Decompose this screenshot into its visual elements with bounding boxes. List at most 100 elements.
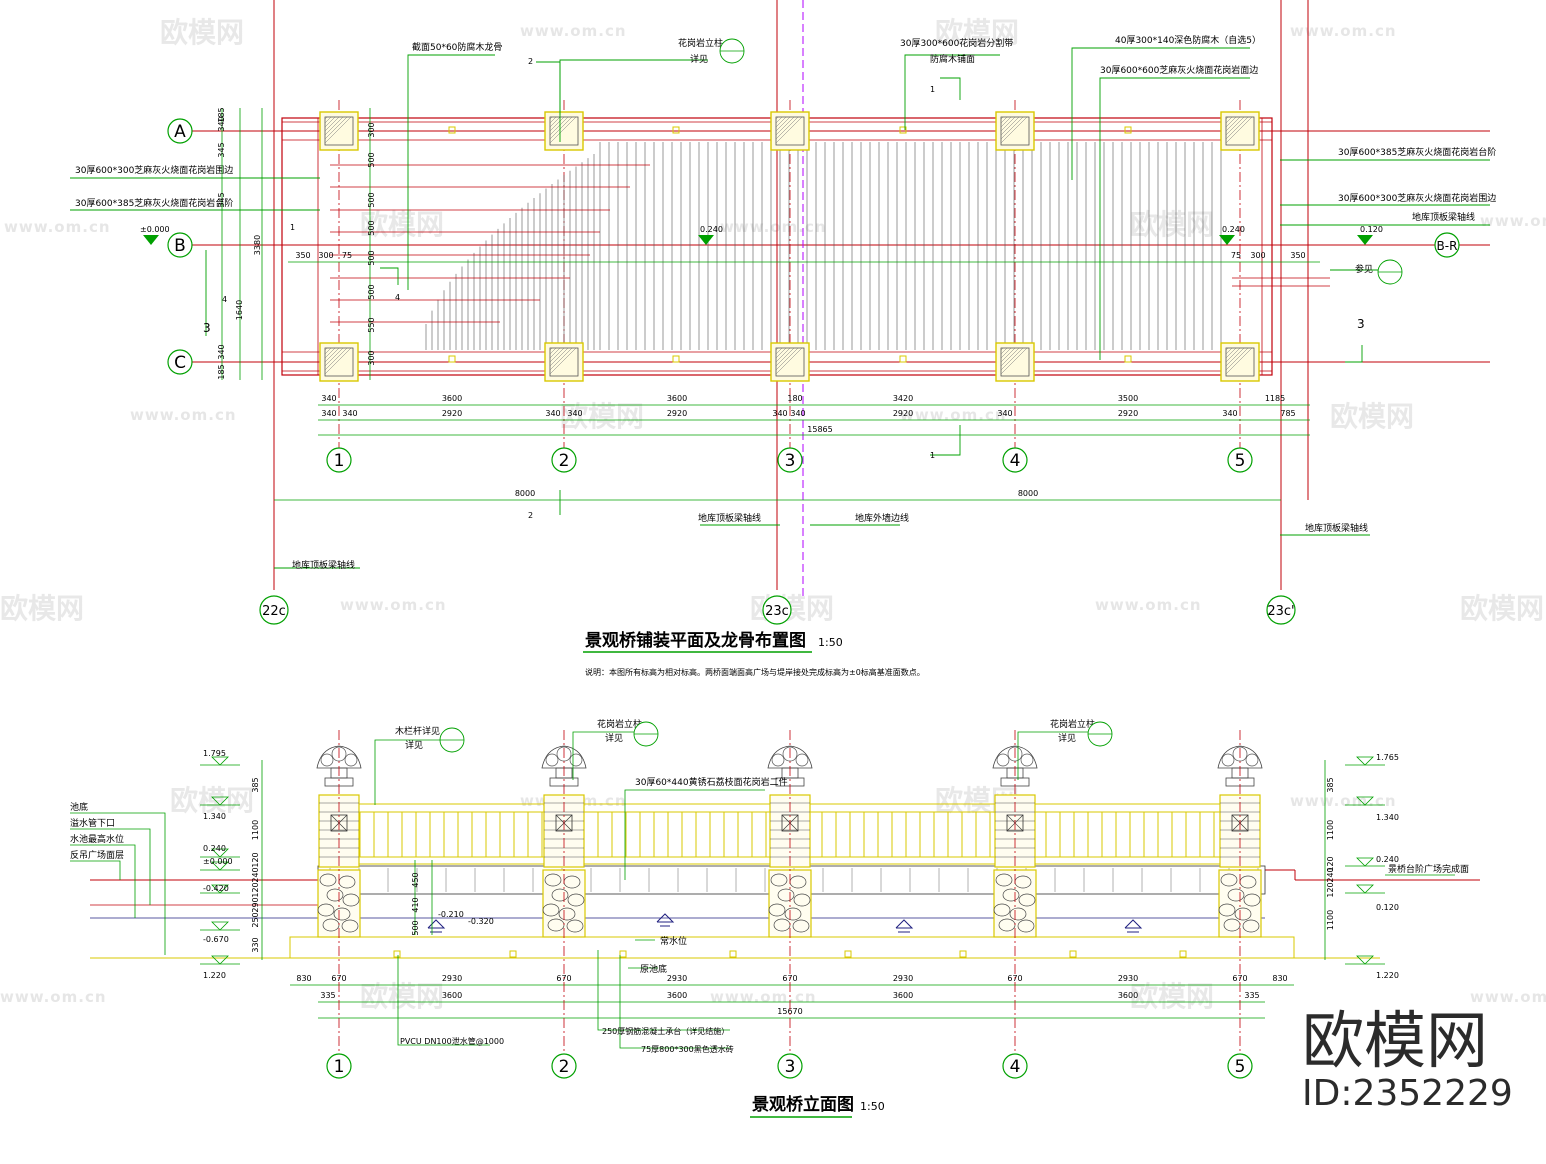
- section-tag-label: B-R: [1437, 239, 1458, 253]
- elev-left-label: 反吊广场面层: [70, 849, 124, 861]
- callout-text: 截面50*60防腐木龙骨: [412, 41, 502, 53]
- dimension-text: 500: [367, 220, 376, 235]
- ref-num: 3: [203, 321, 211, 335]
- dimension-text: 1100: [1326, 820, 1335, 840]
- dimension-text: 75: [342, 251, 352, 260]
- dimension-text: 1640: [235, 300, 244, 320]
- dimension-text: 185: [217, 364, 226, 379]
- watermark-brand: 欧模网: [1330, 400, 1414, 433]
- watermark-url: www.om.cn: [1095, 596, 1202, 614]
- callout-text: 地库顶板梁轴线: [1412, 211, 1475, 223]
- dimension-text: 2920: [1118, 409, 1138, 418]
- elev-label: 1.220: [203, 971, 226, 980]
- watermark-brand: 欧模网: [1460, 592, 1544, 625]
- grid-row-label: A: [174, 122, 186, 142]
- watermark-url: www.om.cn: [720, 218, 827, 236]
- elev-label: 1.765: [1376, 753, 1399, 762]
- dimension-text: 300: [367, 350, 376, 365]
- callout-text: 30厚600*385芝麻灰火烧面花岗岩台阶: [75, 197, 233, 209]
- plan-callouts: [70, 47, 1490, 569]
- plan-post: [1220, 111, 1260, 151]
- elev-label: 1.220: [1376, 971, 1399, 980]
- elev-left-label: 水池最高水位: [70, 833, 124, 845]
- watermark-brand: 欧模网: [560, 400, 644, 433]
- callout-text: -0.210: [438, 910, 464, 919]
- grid-col-label: 3: [785, 451, 796, 471]
- dimension-text: 3500: [1118, 394, 1138, 403]
- plan-title-block: 景观桥铺装平面及龙骨布置图 1:50 说明：本图所有标高为相对标高。两桥面端面高…: [583, 630, 925, 677]
- elev-label: 0.240: [700, 225, 723, 234]
- dimension-text: 2920: [442, 409, 462, 418]
- dimension-text: 340: [321, 394, 336, 403]
- plan-grid-cols: 1 2 3 4 5: [326, 447, 1253, 473]
- dimension-text: 330: [251, 937, 260, 952]
- dimension-text: 450: [411, 872, 420, 887]
- ref-num: 1: [290, 223, 295, 232]
- dimension-text: 340: [321, 409, 336, 418]
- dimension-text: 240: [251, 867, 260, 882]
- callout-text: 原池底: [640, 963, 667, 975]
- datum-axis-label: 22c: [262, 604, 286, 619]
- watermark-brand: 欧模网: [360, 208, 444, 241]
- dimension-text: 340: [217, 116, 226, 131]
- watermark-url: www.om.cn: [0, 988, 107, 1006]
- dimension-text: 3600: [667, 394, 687, 403]
- dimension-text: 385: [1326, 777, 1335, 792]
- watermark-brand: 欧模网: [1130, 980, 1214, 1013]
- dimension-text: 3600: [442, 991, 462, 1000]
- callout-text: PVCU DN100泄水管@1000: [400, 1036, 504, 1046]
- dimension-text: 300: [367, 122, 376, 137]
- dimension-text: 120: [1326, 882, 1335, 897]
- plan-note: 说明：本图所有标高为相对标高。两桥面端面高广场与堤岸接处完成标高为±0标高基准面…: [585, 667, 925, 677]
- ref-num: 3: [1357, 317, 1365, 331]
- elev-label: -0.670: [203, 935, 229, 944]
- grid-col-label: 3: [785, 1057, 796, 1077]
- dimension-text: 120: [1326, 856, 1335, 871]
- dimension-text: 3600: [893, 991, 913, 1000]
- callout-text: 花岗岩立柱: [597, 718, 642, 730]
- plan-post: [319, 342, 359, 382]
- dimension-text: 2920: [667, 409, 687, 418]
- section-tag: B-R: [1434, 232, 1460, 258]
- dimension-text: 300: [1250, 251, 1265, 260]
- grid-row-label: B: [174, 236, 186, 256]
- elevation-scale: 1:50: [860, 1100, 885, 1113]
- plan-post: [544, 111, 584, 151]
- callout-text: -0.320: [468, 917, 494, 926]
- dimension-text: 240: [1326, 867, 1335, 882]
- grid-col-label: 1: [334, 451, 345, 471]
- dimension-text: 410: [411, 897, 420, 912]
- grid-row-label: C: [174, 353, 186, 373]
- ref-num: 4: [395, 293, 400, 302]
- callout-text: 30厚600*300芝麻灰火烧面花岗岩围边: [75, 164, 233, 176]
- watermark-url: www.om.cn: [4, 218, 111, 236]
- dimension-text: 8000: [1018, 489, 1038, 498]
- elevation-grid-cols: 1 2 3 4 5: [326, 730, 1253, 1079]
- dimension-text: 2930: [442, 974, 462, 983]
- plan-joist-markers: [448, 126, 1132, 363]
- callout-text: 30厚60*440黄锈石荔枝面花岗岩二件: [635, 776, 788, 788]
- dimension-text: 385: [251, 777, 260, 792]
- ref-num: 2: [528, 57, 533, 66]
- elevation-posts: [316, 745, 1263, 938]
- watermark-brand: 欧模网: [170, 784, 254, 817]
- callout-text: 地库外墙边线: [855, 512, 909, 524]
- elev-label: 1.340: [1376, 813, 1399, 822]
- elev-left-label: 溢水管下口: [70, 817, 115, 829]
- elevation-left-levels: 1.795 1.340 0.240 ±0.000 -0.420 -0.670 1…: [200, 749, 263, 980]
- elev-right-label: 景桥台阶广场完成面: [1388, 863, 1469, 875]
- watermark-url: www.om.cn: [1470, 988, 1546, 1006]
- elev-left-label: 池底: [70, 801, 88, 813]
- elevation-left-labels: 池底 溢水管下口 水池最高水位 反吊广场面层: [70, 801, 166, 955]
- dimension-text: 2920: [893, 409, 913, 418]
- watermark-brand: 欧模网: [935, 16, 1019, 49]
- grid-col-label: 2: [559, 451, 570, 471]
- dimension-text: 180: [787, 394, 802, 403]
- datum-axis-label: 23c': [1267, 604, 1294, 619]
- watermark-url: www.om.cn: [710, 988, 817, 1006]
- elevation-right-levels: 1.765 1.340 0.240 0.120 1.220 景桥台阶广场完成面: [1324, 753, 1469, 980]
- dimension-text: 500: [367, 152, 376, 167]
- callout-text: 40厚300*140深色防腐木（自选5）: [1115, 34, 1261, 46]
- dimension-text: 335: [1244, 991, 1259, 1000]
